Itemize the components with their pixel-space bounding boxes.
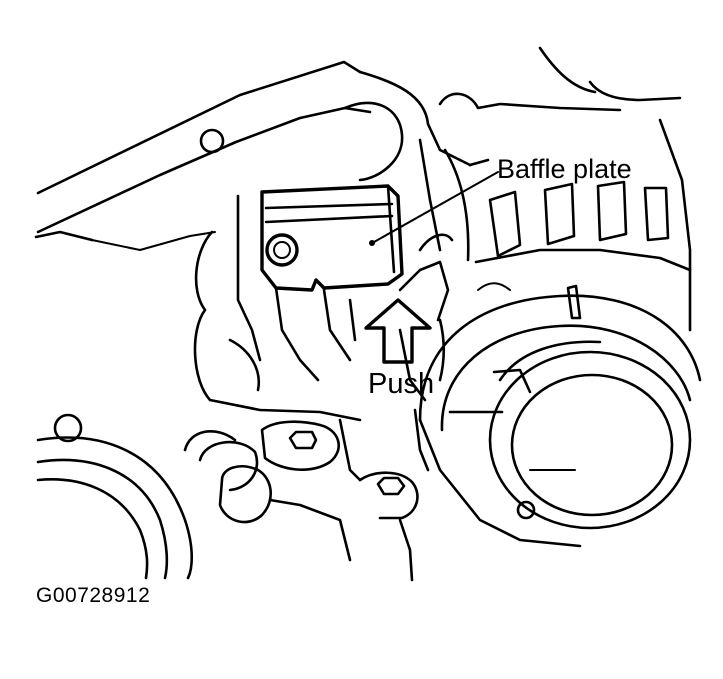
push-arrow-icon [364, 298, 432, 364]
case-flange [34, 60, 430, 251]
right-bearing-bore [418, 284, 702, 548]
case-rib [643, 186, 670, 242]
case-rib [488, 190, 522, 258]
figure-id: G00728912 [36, 584, 151, 607]
case-center-detail [193, 194, 454, 422]
lower-bosses [183, 408, 430, 582]
baffle-plate-leader-line [373, 171, 499, 243]
baffle-plate [260, 184, 404, 292]
baffle-plate-label: Baffle plate [497, 154, 632, 184]
case-rib [543, 182, 576, 246]
flange-bolt-hole [199, 128, 225, 154]
baffle-bolt [265, 233, 299, 267]
left-bearing-bore [36, 413, 194, 580]
case-housing [418, 46, 692, 332]
case-rib [596, 180, 628, 242]
push-label: Push [368, 368, 435, 400]
